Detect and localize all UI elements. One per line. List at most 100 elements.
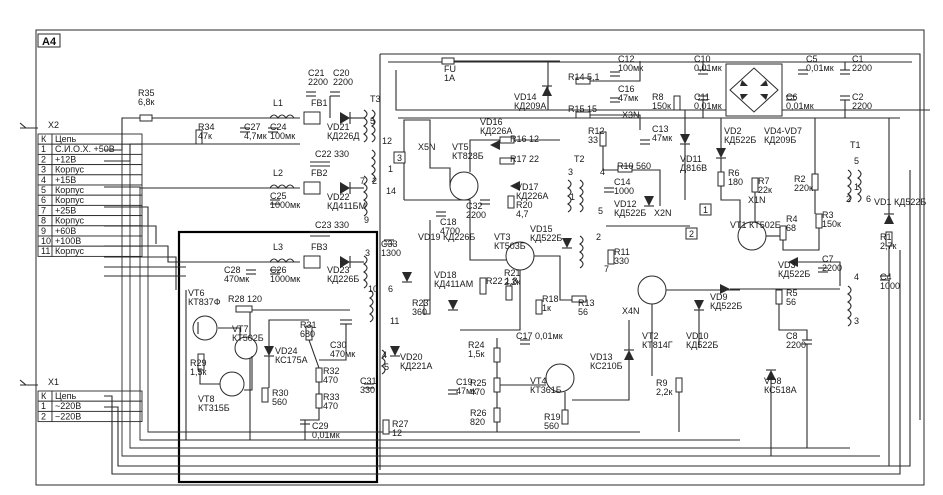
table-cell: +60В	[55, 226, 76, 236]
label-r6: R6	[728, 168, 740, 178]
label-c19: C19	[456, 377, 473, 387]
label-vt2: VT2	[642, 331, 659, 341]
label-vd18: VD18	[434, 270, 457, 280]
value-c31: 330	[360, 385, 375, 395]
pin-p14: 14	[386, 186, 396, 196]
label-c18: C18	[440, 217, 457, 227]
table-cell: +15В	[55, 175, 76, 185]
label-vd15: VD15	[530, 224, 553, 234]
label-r32: R32	[323, 366, 340, 376]
value-vt6: КТ837Ф	[188, 297, 221, 307]
value-vt5: КТ828Б	[452, 151, 484, 161]
label-vd22: VD22	[327, 192, 350, 202]
label-c30: C30	[330, 340, 347, 350]
value-c14: 1000	[614, 186, 634, 196]
value-c7: 2200	[822, 263, 842, 273]
pin-t1p5: 5	[854, 156, 859, 166]
label-r17: R17 22	[510, 154, 539, 164]
value-r26: 820	[470, 417, 485, 427]
label-vd20: VD20	[400, 352, 423, 362]
label-vt8: VT8	[198, 394, 215, 404]
label-c21: C21	[308, 68, 325, 78]
label-c2: C2	[852, 92, 864, 102]
label-r4: R4	[786, 214, 798, 224]
value-r13: 56	[578, 307, 588, 317]
pin-p4: 4	[382, 350, 387, 360]
value-c21: 2200	[308, 77, 328, 87]
value-c20: 2200	[333, 77, 353, 87]
node-n3: 3	[397, 153, 402, 163]
value-vd20: КД221А	[400, 361, 432, 371]
pin-p12: 12	[382, 136, 392, 146]
value-vt7: КТ502Б	[232, 333, 264, 343]
label-r21: R21	[504, 268, 521, 278]
value-vt3: КТ503Б	[494, 241, 526, 251]
label-r33: R33	[323, 392, 340, 402]
label-c17: C17 0,01мк	[516, 331, 563, 341]
node-box-n3	[393, 151, 406, 164]
label-l2: L2	[273, 168, 283, 178]
label-c20: C20	[333, 68, 350, 78]
pin-t2p2: 2	[596, 232, 601, 242]
label-r30: R30	[272, 388, 289, 398]
t1-start-circuit	[716, 118, 894, 466]
label-r11: R11	[614, 247, 630, 257]
label-l3: L3	[273, 242, 283, 252]
label-x1n: X1N	[748, 195, 766, 205]
t2-driver	[542, 61, 690, 269]
table-cell: Корпус	[55, 165, 85, 175]
table-header-cell: Цепь	[55, 134, 77, 144]
label-r22: R22 1,8	[486, 276, 518, 286]
label-r3: R3	[822, 210, 834, 220]
label-vd9: VD9	[710, 292, 728, 302]
highlight-frame	[177, 230, 379, 484]
sheet-label: A4	[42, 36, 57, 48]
label-c5: C5	[806, 54, 818, 64]
pin-t1p4: 4	[854, 272, 859, 282]
value-r3: 150к	[822, 219, 841, 229]
value-r27: 12	[392, 428, 402, 438]
label-r14: R14 5,1	[568, 72, 600, 82]
value-r30: 560	[272, 397, 287, 407]
table-cell: 11	[41, 246, 50, 256]
value-vd8: КС518А	[764, 385, 797, 395]
value-c1: 2200	[852, 63, 872, 73]
label-c11: C11	[694, 92, 710, 102]
pin-p3: 3	[365, 248, 370, 258]
label-fu: FU	[444, 64, 456, 74]
value-c12: 100мк	[618, 63, 643, 73]
label-r16: R16 12	[510, 134, 539, 144]
table-cell: Корпус	[55, 216, 85, 226]
value-r21: 2,2к	[504, 277, 521, 287]
label-r23: R23	[412, 298, 429, 308]
value-r31: 680	[300, 329, 315, 339]
table-cell: 1	[41, 401, 46, 411]
label-c25: C25	[270, 191, 287, 201]
table-cell: +100В	[55, 236, 81, 246]
label-r31: R31	[300, 320, 317, 330]
label-vt3: VT3	[494, 232, 511, 242]
switching-stage	[403, 57, 587, 331]
value-c27: 4,7мк	[244, 131, 267, 141]
table-cell: 2	[41, 154, 46, 164]
pin-t2p7: 7	[604, 264, 609, 274]
boxed-nodes: 312	[393, 151, 712, 240]
table-cell: 5	[41, 185, 46, 195]
value-r19: 560	[544, 421, 559, 431]
label-r29: R29	[190, 358, 207, 368]
label-c10: C10	[694, 54, 711, 64]
label-l1: L1	[273, 98, 283, 108]
value-c19: 47мк	[456, 386, 476, 396]
x1-title: X1	[48, 377, 59, 387]
label-c31: C31	[360, 376, 377, 386]
value-c29: 0,01мк	[312, 430, 340, 440]
label-r7: R7	[758, 176, 770, 186]
table-cell: ~220В	[55, 411, 81, 421]
label-vt7: VT7	[232, 324, 249, 334]
label-c7: C7	[822, 254, 834, 264]
label-fb1: FB1	[311, 98, 328, 108]
value-r9: 2,2к	[656, 387, 673, 397]
pin-t1p2: 2	[846, 194, 851, 204]
label-r13: R13	[578, 298, 595, 308]
table-cell: Корпус	[55, 246, 85, 256]
